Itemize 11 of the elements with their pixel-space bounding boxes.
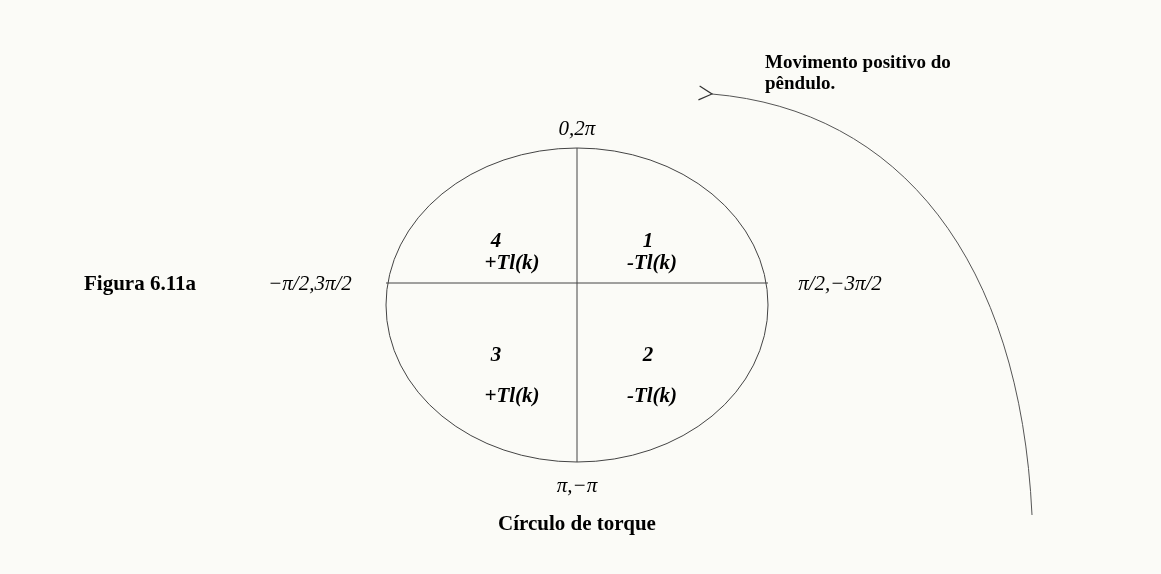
torque-label: -Tl(k): [626, 382, 678, 408]
quadrant-number: 2: [642, 341, 654, 367]
angle-label: 0,2π: [558, 115, 596, 141]
figure-caption: Círculo de torque: [498, 510, 656, 536]
angle-label: π,−π: [556, 472, 598, 498]
quadrant-number: 3: [490, 341, 502, 367]
figure-title: Figura 6.11a: [84, 270, 196, 296]
angle-label: −π/2,3π/2: [268, 270, 352, 296]
torque-label: +Tl(k): [484, 382, 540, 408]
direction-label: Movimento positivo do pêndulo.: [765, 51, 952, 93]
angle-label: π/2,−3π/2: [798, 270, 882, 296]
